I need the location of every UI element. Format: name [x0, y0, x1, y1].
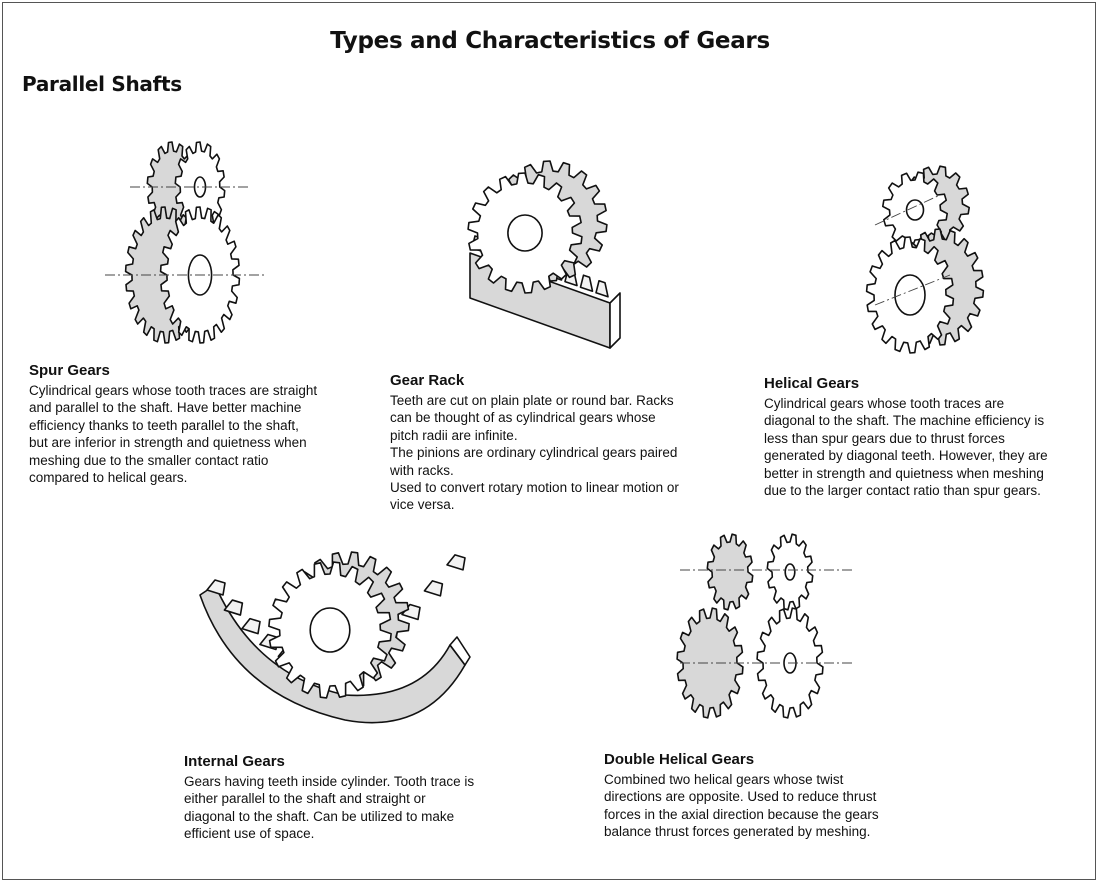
spur-gears-illustration — [105, 141, 265, 344]
double-helical-small-gear — [706, 533, 814, 611]
gear-rack-block: Gear Rack Teeth are cut on plain plate o… — [390, 372, 710, 514]
double-helical-gears-title: Double Helical Gears — [604, 751, 755, 768]
internal-gears-block: Internal Gears Gears having teeth inside… — [184, 753, 504, 843]
helical-small-gear — [882, 165, 970, 249]
internal-gears-illustration — [199, 551, 471, 724]
spur-gears-title: Spur Gears — [29, 362, 110, 379]
internal-gears-title: Internal Gears — [184, 753, 285, 770]
double-helical-gears-block: Double Helical Gears Combined two helica… — [604, 751, 924, 841]
gear-rack-illustration — [467, 160, 621, 349]
internal-gears-description: Gears having teeth inside cylinder. Toot… — [184, 774, 475, 842]
gear-rack-title: Gear Rack — [390, 372, 465, 389]
spur-gears-block: Spur Gears Cylindrical gears whose tooth… — [29, 362, 349, 486]
helical-gears-description: Cylindrical gears whose tooth traces are… — [764, 396, 1048, 499]
helical-gears-block: Helical Gears Cylindrical gears whose to… — [764, 375, 1084, 499]
helical-large-gear — [865, 228, 985, 354]
internal-pinion — [268, 551, 410, 699]
spur-gears-description: Cylindrical gears whose tooth traces are… — [29, 383, 318, 486]
rack-pinion — [467, 160, 608, 294]
helical-gears-title: Helical Gears — [764, 375, 860, 392]
page-title: Types and Characteristics of Gears — [330, 28, 770, 54]
double-helical-gears-description: Combined two helical gears whose twist d… — [604, 772, 879, 840]
helical-gears-illustration — [865, 165, 985, 354]
double-helical-gears-illustration — [676, 533, 855, 719]
section-heading: Parallel Shafts — [22, 72, 182, 96]
gear-rack-description: Teeth are cut on plain plate or round ba… — [390, 393, 679, 513]
